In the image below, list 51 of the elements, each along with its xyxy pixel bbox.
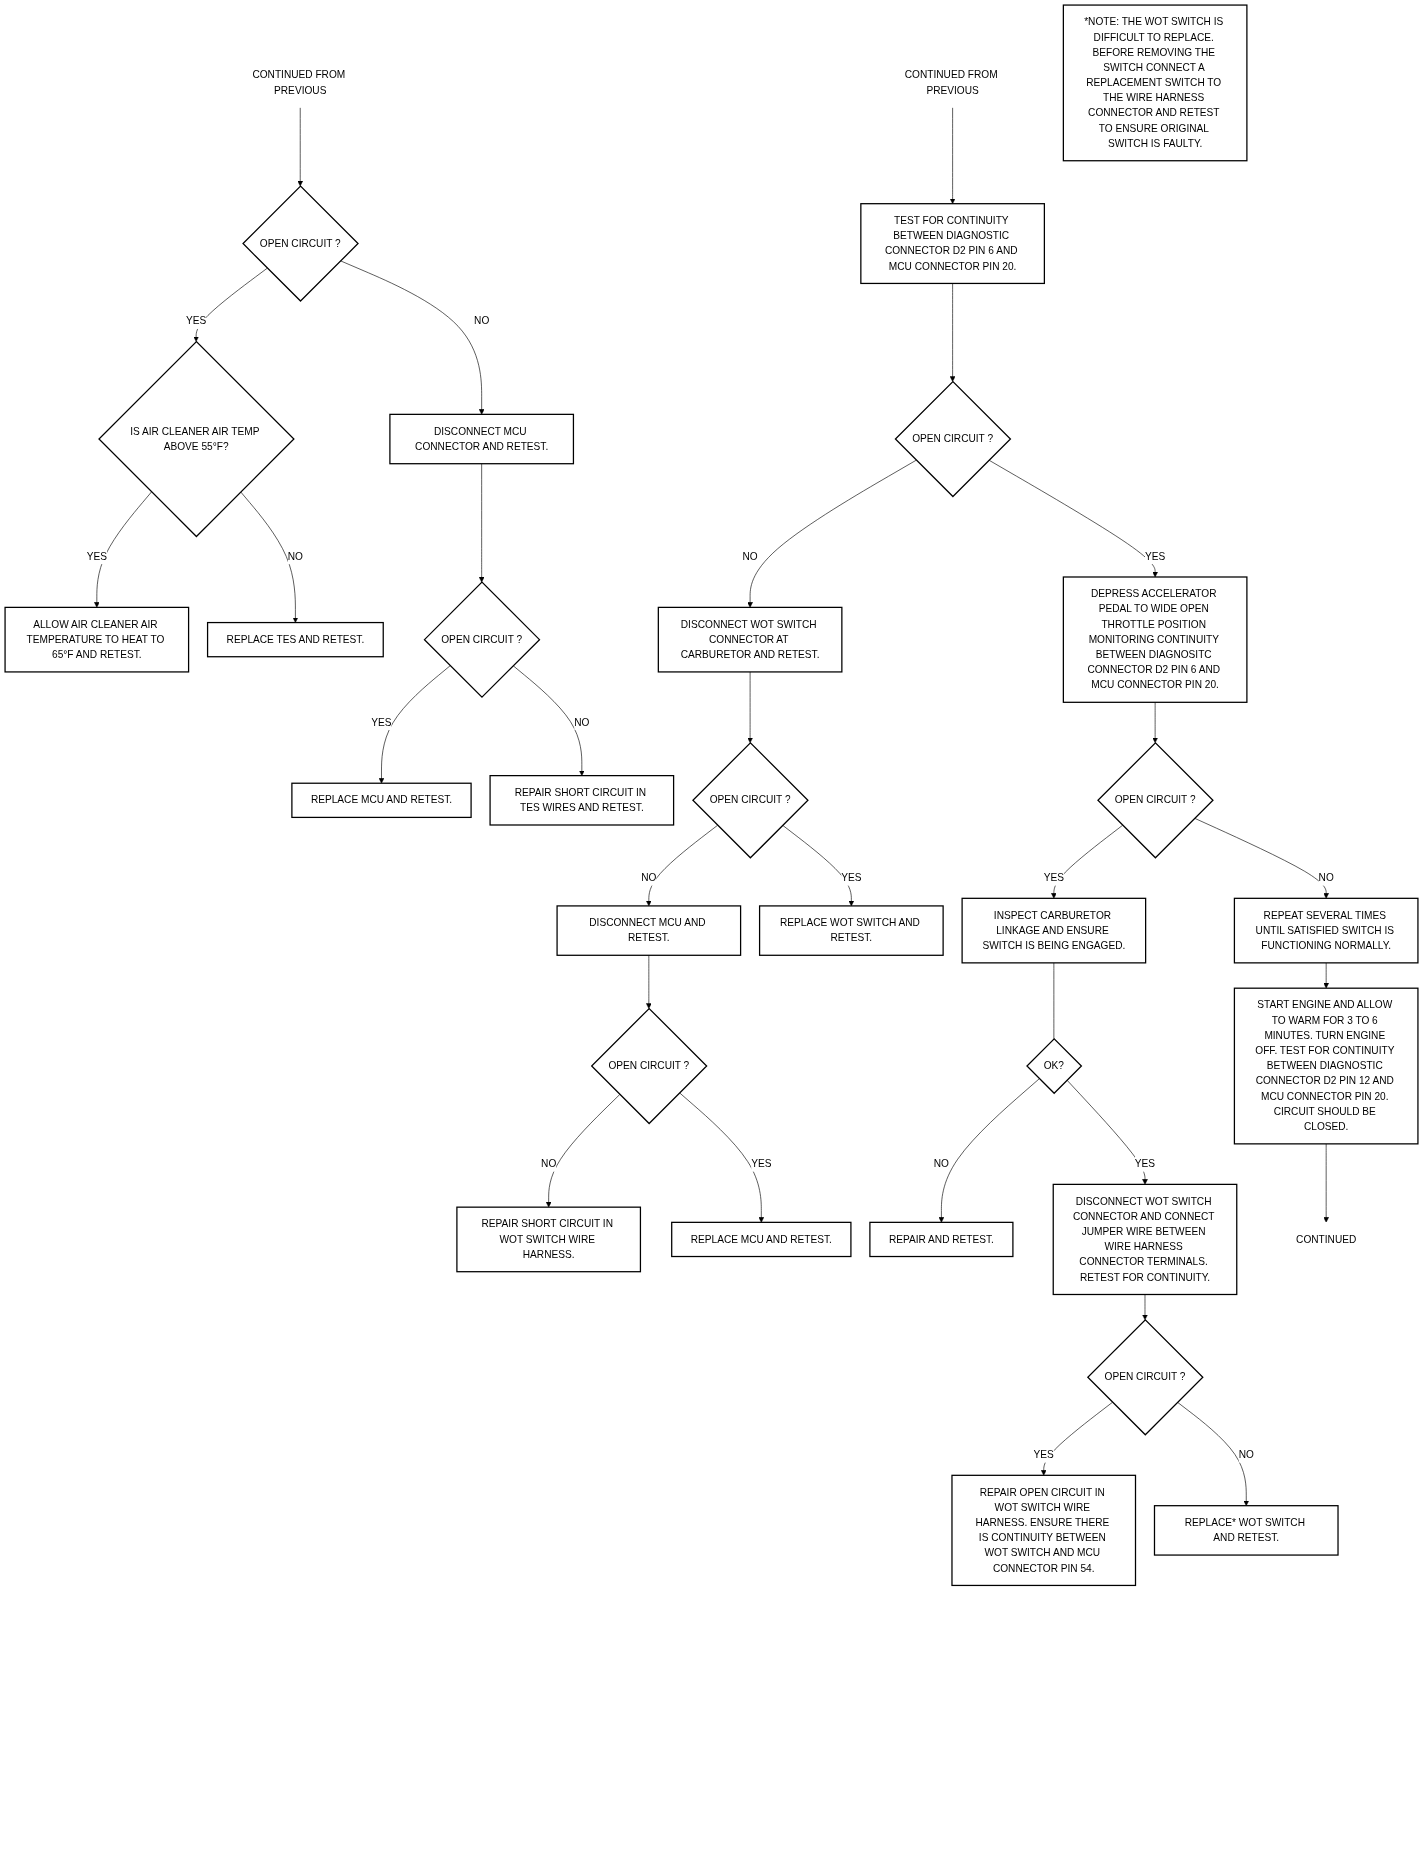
node-box: REPLACE* WOT SWITCH AND RETEST. xyxy=(1153,1505,1339,1556)
node-box: REPAIR AND RETEST. xyxy=(869,1221,1014,1258)
node-box: INSPECT CARBURETOR LINKAGE AND ENSURE SWITCH IS BEING ENGAGED. xyxy=(961,897,1147,964)
node-text: CONTINUED FROM PREVIOUS xyxy=(904,69,998,96)
edge-label: YES xyxy=(841,872,862,884)
node-diamond: OPEN CIRCUIT ? xyxy=(1086,1318,1204,1436)
edge-label: NO xyxy=(574,716,590,728)
node-box: *NOTE: THE WOT SWITCH IS DIFFICULT TO REPLACE. BEFORE REMOVING THE SWITCH CONNECT A REPLACEMENT SWITCH TO THE WIRE HARNESS CONNECTOR AND RETEST TO ENSURE ORIGINAL SWITCH IS FAULTY. xyxy=(1062,4,1248,162)
edge-label: NO xyxy=(641,872,657,884)
edge-label: YES xyxy=(1134,1158,1156,1170)
edge-label: YES xyxy=(1033,1449,1054,1461)
node-box: DISCONNECT MCU CONNECTOR AND RETEST. xyxy=(389,413,575,465)
edge-label: NO xyxy=(474,315,490,327)
node-box: REPLACE MCU AND RETEST. xyxy=(291,782,472,819)
node-diamond: OK? xyxy=(1026,1037,1083,1095)
node-box: REPAIR SHORT CIRCUIT IN WOT SWITCH WIRE HARNESS. xyxy=(456,1206,642,1273)
edge-label: YES xyxy=(371,716,392,728)
node-box: REPAIR SHORT CIRCUIT IN TES WIRES AND RETEST. xyxy=(489,775,675,826)
node-box: DISCONNECT MCU AND RETEST. xyxy=(556,905,742,956)
connector xyxy=(1053,962,1055,1040)
node-box: TEST FOR CONTINUITY BETWEEN DIAGNOSTIC CONNECTOR D2 PIN 6 AND MCU CONNECTOR PIN 20. xyxy=(860,203,1045,285)
node-diamond: OPEN CIRCUIT ? xyxy=(894,380,1012,498)
node-diamond: OPEN CIRCUIT ? xyxy=(692,741,809,859)
edge-label: NO xyxy=(1238,1449,1254,1461)
edge-label: NO xyxy=(287,551,303,562)
node-box: DISCONNECT WOT SWITCH CONNECTOR AT CARBURETOR AND RETEST. xyxy=(657,606,843,673)
node-box: REPLACE WOT SWITCH AND RETEST. xyxy=(758,905,944,956)
node-box: DEPRESS ACCELERATOR PEDAL TO WIDE OPEN THROTTLE POSITION MONITORING CONTINUITY BETWEEN DIAGNOSITC CONNECTOR D2 PIN 6 AND MCU CONNECTOR PIN 20. xyxy=(1062,576,1248,703)
node-diamond: OPEN CIRCUIT ? xyxy=(590,1007,708,1125)
node-box: REPEAT SEVERAL TIMES UNTIL SATISFIED SWITCH IS FUNCTIONING NORMALLY. xyxy=(1233,897,1419,964)
edge-label: YES xyxy=(751,1158,772,1170)
edge-label: YES xyxy=(86,551,107,562)
node-box: ALLOW AIR CLEANER AIR TEMPERATURE TO HEAT TO 65°F AND RETEST. xyxy=(4,606,190,673)
edge-label: NO xyxy=(541,1158,557,1170)
edge-label: YES xyxy=(1145,551,1166,562)
node-box: REPAIR OPEN CIRCUIT IN WOT SWITCH WIRE HARNESS. ENSURE THERE IS CONTINUITY BETWEEN WOT SWITCH AND MCU CONNECTOR PIN 54. xyxy=(951,1474,1137,1587)
edge-label: NO xyxy=(933,1158,949,1170)
node-box: REPLACE MCU AND RETEST. xyxy=(671,1221,852,1258)
node-box: REPLACE TES AND RETEST. xyxy=(206,621,384,658)
node-diamond: OPEN CIRCUIT ? xyxy=(1097,741,1214,859)
node-text: CONTINUED xyxy=(1296,1233,1357,1245)
node-diamond: IS AIR CLEANER AIR TEMP ABOVE 55°F? xyxy=(98,340,295,538)
edge-label: NO xyxy=(742,551,758,562)
node-box: DISCONNECT WOT SWITCH CONNECTOR AND CONNECT JUMPER WIRE BETWEEN WIRE HARNESS CONNECTOR TERMINALS. RETEST FOR CONTINUITY. xyxy=(1052,1183,1238,1296)
node-diamond: OPEN CIRCUIT ? xyxy=(242,185,359,302)
node-box: START ENGINE AND ALLOW TO WARM FOR 3 TO 6 MINUTES. TURN ENGINE OFF. TEST FOR CONTINUITY BETWEEN DIAGNOSTIC CONNECTOR D2 PIN 12 AND MCU CONNECTOR PIN 20. CIRCUIT SHOULD BE CLOSED. xyxy=(1233,987,1419,1145)
edge-label: YES xyxy=(1043,872,1064,884)
edge-label: NO xyxy=(1318,872,1334,884)
node-diamond: OPEN CIRCUIT ? xyxy=(423,581,541,699)
edge-label: YES xyxy=(185,315,207,327)
node-text: CONTINUED FROM PREVIOUS xyxy=(252,69,346,96)
